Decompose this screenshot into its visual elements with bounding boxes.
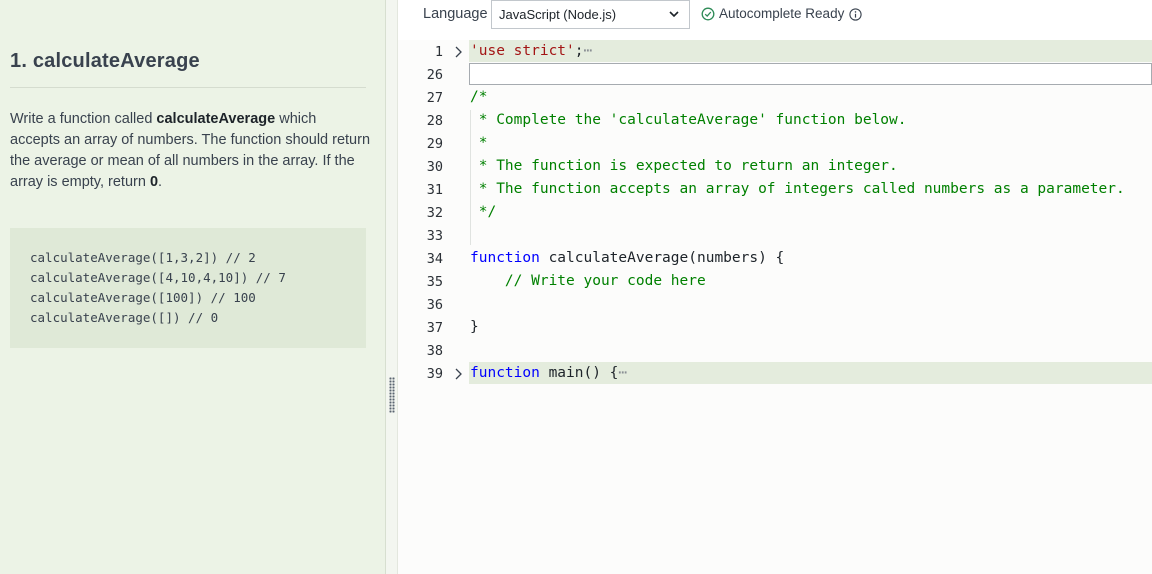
- line-number: 26: [426, 67, 443, 83]
- desc-text-3: .: [158, 174, 163, 190]
- problem-title: 1. calculateAverage: [10, 50, 200, 72]
- line-number: 30: [426, 159, 443, 175]
- code-line-34: function calculateAverage(numbers) {: [470, 250, 784, 266]
- function-signature: main() {: [539, 365, 619, 381]
- code-line-28: * Complete the 'calculateAverage' functi…: [470, 112, 907, 128]
- info-icon[interactable]: [849, 8, 862, 21]
- panel-splitter[interactable]: [386, 0, 398, 574]
- code-line-30: * The function is expected to return an …: [470, 158, 898, 174]
- code-line-31: * The function accepts an array of integ…: [470, 181, 1125, 197]
- desc-text-1: Write a function called: [10, 111, 157, 127]
- code-line-37: }: [470, 319, 479, 335]
- semicolon: ;: [574, 43, 584, 59]
- active-line[interactable]: [469, 63, 1152, 85]
- fold-arrow-icon[interactable]: [453, 368, 463, 380]
- line-number: 27: [426, 90, 443, 106]
- chevron-down-icon: [669, 11, 679, 18]
- example-block: calculateAverage([1,3,2]) // 2 calculate…: [10, 228, 366, 348]
- desc-zero: 0: [149, 174, 159, 190]
- drag-handle-icon[interactable]: [389, 377, 395, 413]
- keyword: function: [470, 365, 540, 381]
- folded-ellipsis[interactable]: ⋯: [618, 365, 628, 381]
- indent-guide: [470, 110, 471, 245]
- language-select[interactable]: JavaScript (Node.js): [491, 0, 690, 29]
- example-line: calculateAverage([]) // 0: [30, 310, 219, 325]
- line-number: 34: [426, 251, 443, 267]
- code-line-27: /*: [470, 89, 488, 105]
- line-number: 36: [426, 297, 443, 313]
- folded-ellipsis[interactable]: ⋯: [583, 43, 593, 59]
- folded-line-highlight: [469, 362, 1152, 384]
- line-number: 32: [426, 205, 443, 221]
- folded-line-highlight: [469, 40, 1152, 62]
- line-number: 38: [426, 343, 443, 359]
- example-line: calculateAverage([1,3,2]) // 2: [30, 250, 256, 265]
- desc-function-name: calculateAverage: [156, 111, 276, 127]
- code-line-39: function main() {⋯: [470, 365, 627, 381]
- line-number: 28: [426, 113, 443, 129]
- problem-description: Write a function called calculateAverage…: [10, 109, 370, 193]
- line-number: 39: [426, 366, 443, 382]
- language-value: JavaScript (Node.js): [499, 7, 617, 22]
- line-number: 33: [426, 228, 443, 244]
- string-literal: 'use strict': [470, 43, 575, 59]
- check-circle-icon: [701, 7, 715, 21]
- code-editor[interactable]: 1 26 27 28 29 30 31 32 33 34 35 36 37 38…: [398, 40, 1152, 574]
- example-line: calculateAverage([4,10,4,10]) // 7: [30, 270, 286, 285]
- title-divider: [10, 87, 366, 88]
- language-label: Language: [423, 6, 488, 22]
- problem-panel: 1. calculateAverage Write a function cal…: [0, 0, 386, 574]
- code-line-35: // Write your code here: [470, 273, 706, 289]
- line-number: 37: [426, 320, 443, 336]
- line-number: 35: [426, 274, 443, 290]
- desc-text-2: which accepts an array of numbers. The f…: [10, 111, 371, 190]
- code-line-32: */: [470, 204, 497, 220]
- line-number: 29: [426, 136, 443, 152]
- line-number: 31: [426, 182, 443, 198]
- fold-arrow-icon[interactable]: [453, 46, 463, 58]
- code-line-1: 'use strict';⋯: [470, 43, 592, 59]
- code-line-29: *: [470, 135, 488, 151]
- autocomplete-status: Autocomplete Ready: [719, 6, 845, 21]
- function-signature: calculateAverage(numbers) {: [539, 250, 785, 266]
- line-number: 1: [434, 44, 443, 60]
- example-line: calculateAverage([100]) // 100: [30, 290, 256, 305]
- keyword: function: [470, 250, 540, 266]
